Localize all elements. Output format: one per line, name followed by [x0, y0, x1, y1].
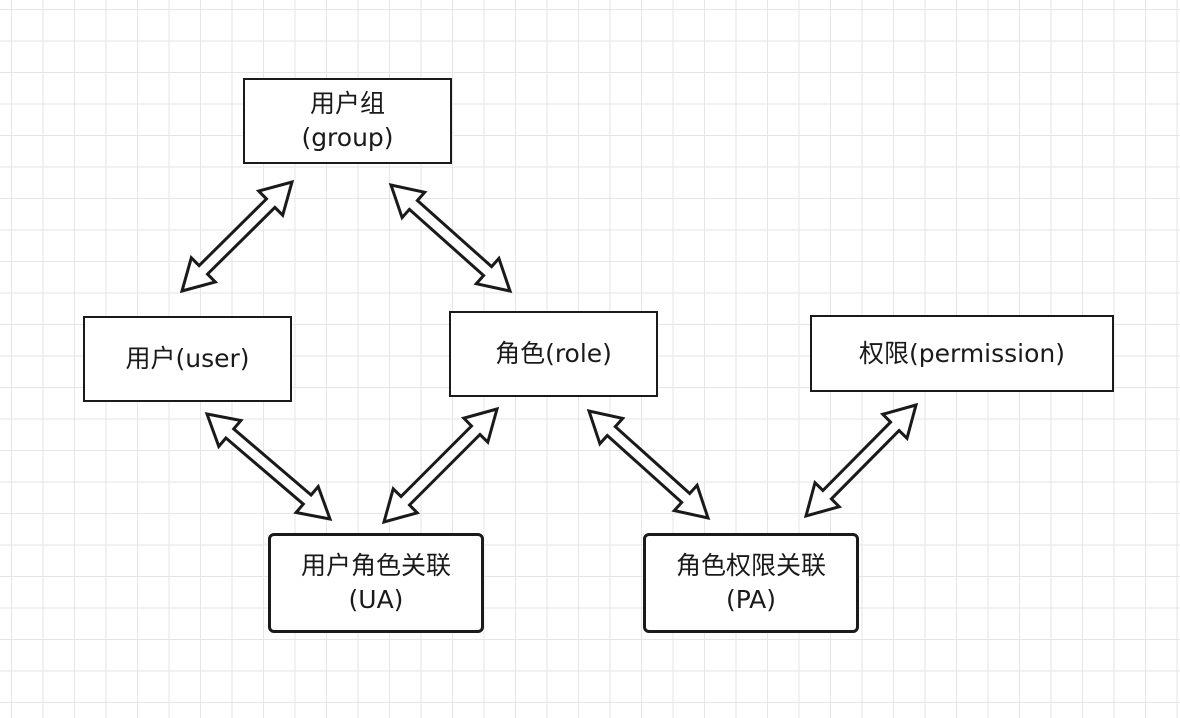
node-role-permission-title: 角色权限关联: [675, 551, 826, 580]
node-user: 用户(user): [83, 316, 292, 402]
node-role-label: 角色(role): [495, 339, 612, 368]
node-group-subtitle: (group): [301, 123, 394, 152]
node-user-role-title: 用户角色关联: [300, 551, 451, 580]
arrow-permission-role-permission: [803, 402, 919, 519]
node-permission-label: 权限(permission): [858, 338, 1066, 368]
node-group: 用户组 (group): [243, 78, 452, 164]
node-role-permission: 角色权限关联 (PA): [643, 533, 859, 633]
node-permission: 权限(permission): [810, 315, 1114, 392]
arrow-role-user-role: [381, 406, 500, 525]
node-role: 角色(role): [449, 311, 658, 397]
node-user-role-subtitle: (UA): [348, 585, 404, 614]
node-group-title: 用户组: [309, 89, 385, 118]
arrow-user-user-role: [204, 412, 333, 521]
node-role-permission-subtitle: (PA): [725, 585, 777, 614]
arrow-group-role: [388, 182, 513, 294]
node-user-role: 用户角色关联 (UA): [268, 533, 484, 633]
arrow-role-role-permission: [586, 408, 711, 521]
arrow-user-group: [179, 179, 295, 294]
node-user-label: 用户(user): [125, 344, 250, 373]
